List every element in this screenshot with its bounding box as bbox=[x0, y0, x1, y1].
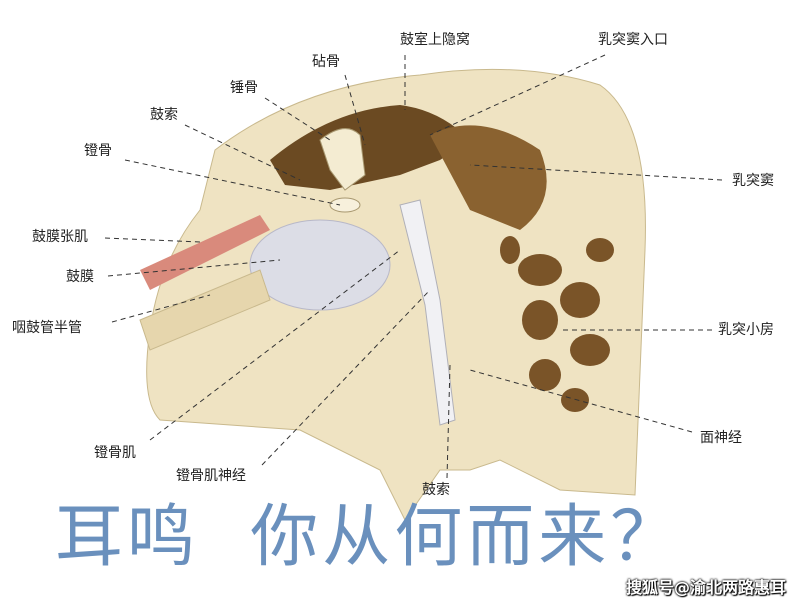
label-incus: 砧骨 bbox=[312, 54, 340, 70]
label-eustachian-semicanal: 咽鼓管半管 bbox=[12, 320, 82, 336]
epitympanic-cavity bbox=[270, 105, 470, 190]
label-facial-nerve: 面神经 bbox=[700, 430, 742, 446]
label-tensor-tympani: 鼓膜张肌 bbox=[32, 229, 88, 245]
label-malleus: 锤骨 bbox=[230, 80, 258, 96]
label-stapes: 镫骨 bbox=[84, 143, 112, 159]
mastoid-air-cells bbox=[500, 236, 614, 412]
tympanic-membrane bbox=[249, 219, 391, 311]
label-epitympanic-recess: 鼓室上隐窝 bbox=[400, 32, 470, 48]
label-tympanic-membrane: 鼓膜 bbox=[66, 269, 94, 285]
label-stapedius: 镫骨肌 bbox=[94, 445, 136, 461]
watermark: 搜狐号@渝北两路惠耳 bbox=[625, 578, 786, 597]
mastoid-antrum bbox=[430, 125, 547, 230]
label-mastoid-antrum: 乳突窦 bbox=[732, 173, 774, 189]
label-stapedius-nerve: 镫骨肌神经 bbox=[176, 468, 246, 484]
label-mastoid-cells: 乳突小房 bbox=[718, 322, 774, 338]
stapes-footplate bbox=[329, 197, 361, 213]
label-chorda-tympani-top: 鼓索 bbox=[150, 107, 178, 123]
tensor-tympani-muscle bbox=[140, 215, 270, 290]
facial-nerve-canal bbox=[399, 199, 456, 426]
leader-lines bbox=[104, 54, 723, 479]
label-chorda-tympani-bottom: 鼓索 bbox=[422, 482, 450, 498]
eustachian-semicanal bbox=[139, 269, 271, 351]
label-aditus: 乳突窦入口 bbox=[598, 32, 668, 48]
ossicles bbox=[319, 128, 366, 191]
headline: 耳鸣 你从何而来？ bbox=[55, 498, 683, 577]
